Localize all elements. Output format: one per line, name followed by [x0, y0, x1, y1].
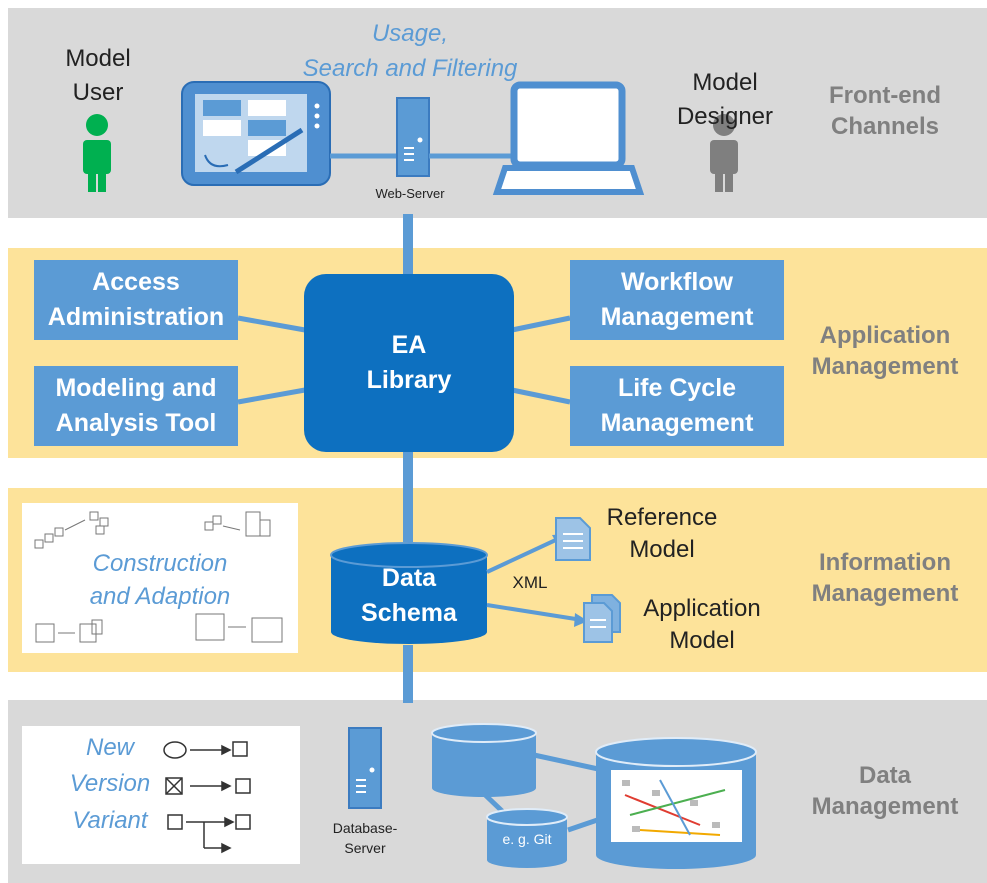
cube-sketches: [34, 511, 283, 643]
web-server-label: Web-Server: [375, 186, 445, 201]
database-server-icon: [348, 727, 382, 809]
arrow-reference: [486, 536, 561, 574]
web-server-icon: [396, 97, 430, 177]
repository-cylinder-icon: [595, 737, 757, 869]
model-designer-label: Model Designer: [676, 69, 774, 130]
application-layer-label: Application Management: [811, 322, 959, 380]
data-layer-label: Data Management: [811, 762, 959, 820]
connector-ea-schema: [403, 452, 413, 542]
new-label: New: [85, 734, 134, 761]
connector-modeling: [237, 387, 306, 405]
reference-document-icon: [555, 517, 591, 561]
laptop-icon: [492, 81, 645, 195]
arrow-application: [486, 603, 583, 622]
variant-label: Variant: [72, 807, 148, 834]
model-designer-icon: [710, 114, 738, 192]
usage-label: Usage, Search and Filtering: [302, 20, 518, 82]
tablet-icon: [181, 81, 331, 186]
xml-label: XML: [512, 573, 548, 592]
versioning-sketches: [163, 741, 251, 854]
application-model-label: Application Model: [643, 595, 761, 654]
data-schema-cylinder: [330, 542, 488, 644]
version-label: Version: [69, 770, 151, 797]
versioning-panel: [22, 726, 300, 864]
connector-workflow: [511, 315, 571, 333]
information-layer-label: Information Management: [811, 549, 959, 607]
construction-label: Construction and Adaption: [89, 550, 231, 610]
model-graph-thumbnail: [611, 770, 742, 842]
connector-lifecycle: [511, 387, 571, 405]
frontend-layer-label: Front-end Channels: [829, 82, 941, 140]
model-user-icon: [83, 114, 111, 192]
database-cylinder-icon: [431, 723, 537, 797]
model-user-label: Model User: [65, 45, 131, 106]
reference-model-label: Reference Model: [606, 504, 718, 563]
git-label: e. g. Git: [502, 831, 552, 847]
git-cylinder-icon: [486, 808, 568, 868]
connector-schema-db: [403, 645, 413, 703]
application-document-icon: [583, 594, 621, 643]
database-server-label: Database- Server: [332, 820, 398, 856]
connector-web-ea: [403, 214, 413, 274]
connector-access: [237, 315, 306, 333]
